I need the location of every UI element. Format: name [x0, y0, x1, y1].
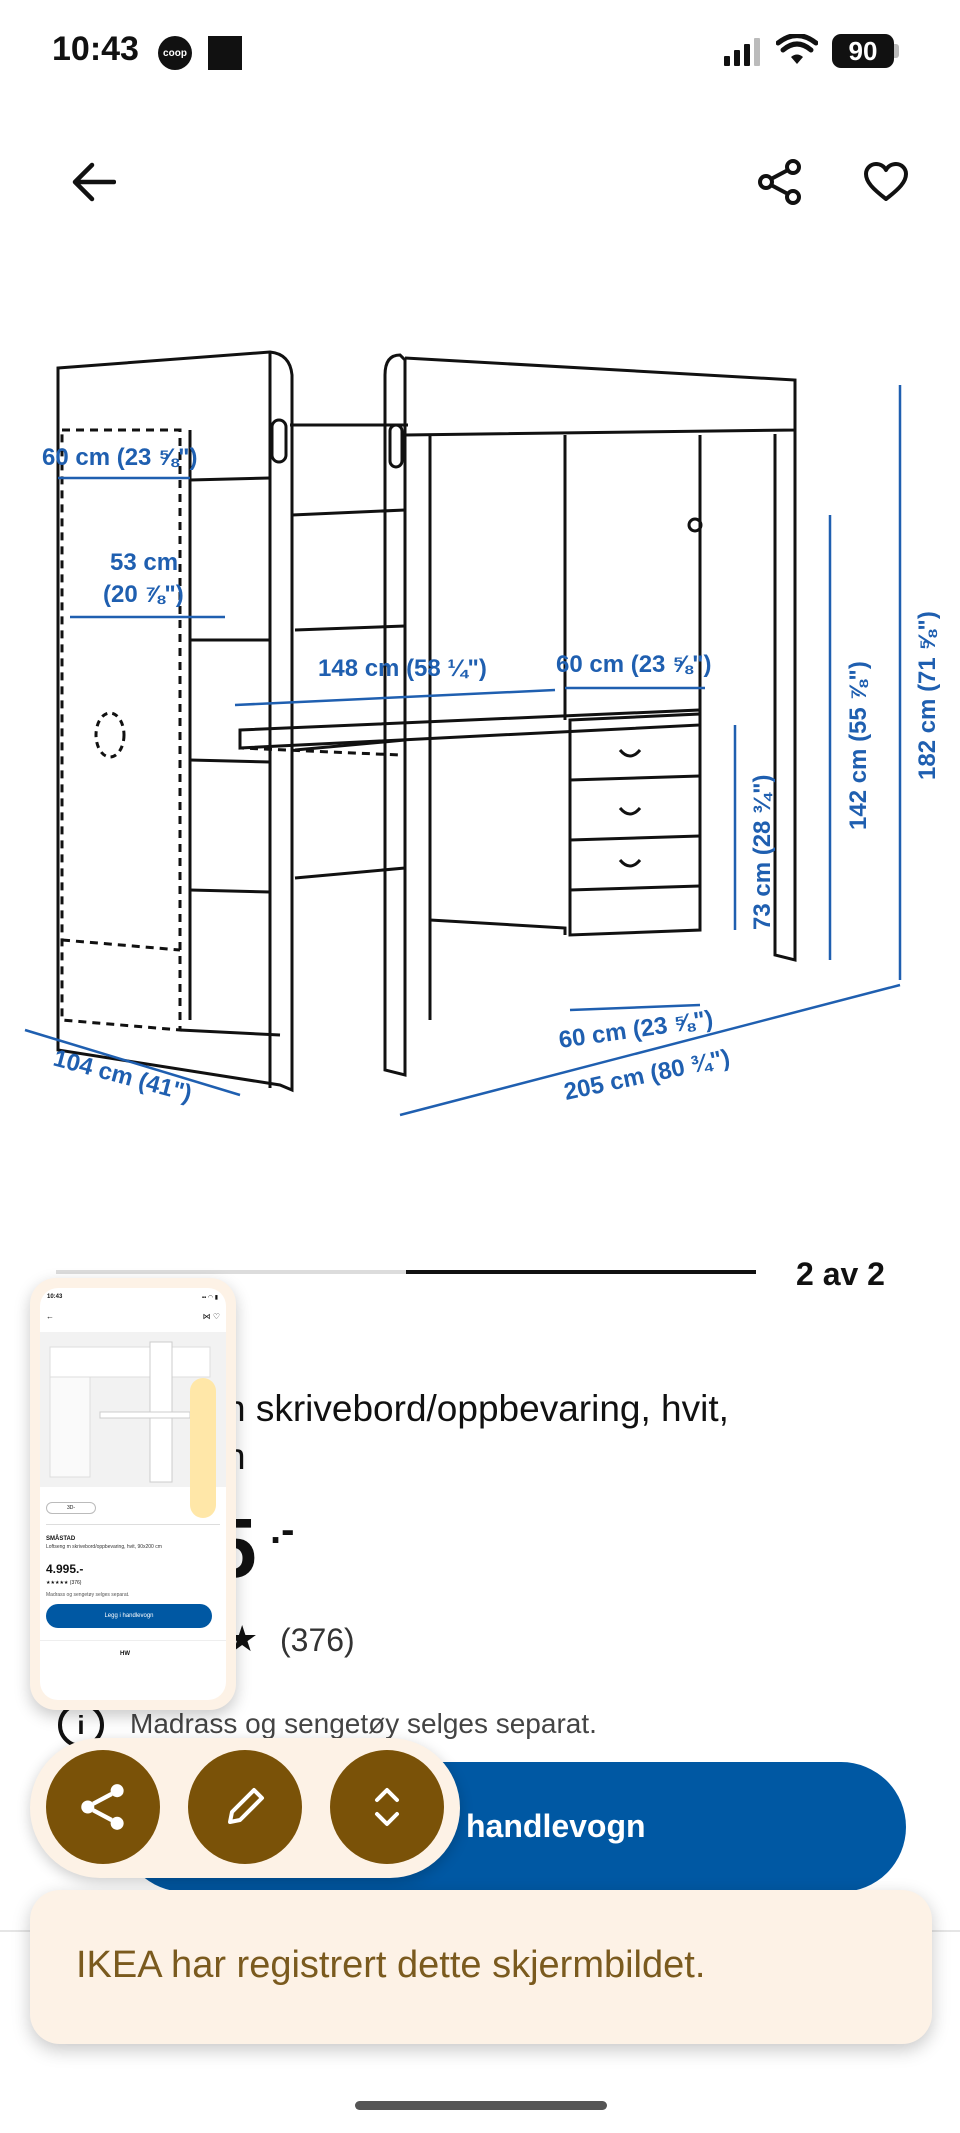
product-title-line1: n skrivebord/oppbevaring, hvit, — [225, 1388, 729, 1429]
product-title: n skrivebord/oppbevaring, hvit, n — [225, 1385, 925, 1481]
thumbnail-status-icons: ▪▪ ◠ ▮ — [201, 1295, 218, 1301]
thumbnail-tabbar: HW — [40, 1640, 226, 1670]
screenshot-edit-button[interactable] — [188, 1750, 302, 1864]
favorite-button[interactable] — [854, 150, 918, 214]
thumbnail-tab-label: HW — [120, 1651, 130, 1657]
dim-total-height: 182 cm (71 ⅝") — [914, 611, 941, 780]
share-button[interactable] — [748, 150, 812, 214]
dim-wardrobe-inner-1: 53 cm — [110, 549, 178, 576]
dim-clearance-height: 142 cm (55 ⅞") — [845, 661, 872, 830]
info-text: Madrass og sengetøy selges separat. — [130, 1708, 597, 1739]
thumbnail-price: 4.995.- — [46, 1562, 84, 1576]
dim-desk-depth: 60 cm (23 ⅝") — [556, 651, 711, 678]
notification-square-icon — [208, 36, 242, 70]
expand-icon — [375, 1788, 399, 1826]
screenshot-share-button[interactable] — [46, 1750, 160, 1864]
dim-wardrobe-width: 60 cm (23 ⅝") — [42, 444, 197, 471]
dim-wardrobe-inner-2: (20 ⅞") — [103, 581, 184, 608]
dim-desk-height: 73 cm (28 ¾") — [749, 775, 776, 930]
gallery-counter: 2 av 2 — [796, 1256, 885, 1292]
heart-icon — [864, 162, 908, 201]
share-icon — [758, 159, 801, 205]
product-dimension-diagram[interactable]: 60 cm (23 ⅝") 53 cm (20 ⅞") 148 cm (58 ¼… — [0, 330, 960, 1130]
thumbnail-divider — [46, 1524, 220, 1525]
thumbnail-scroll-capture — [190, 1378, 216, 1518]
product-title-line2: n — [225, 1433, 925, 1481]
wifi-icon — [776, 34, 818, 64]
arrow-left-icon — [72, 162, 116, 202]
add-to-cart-label: handlevogn — [466, 1808, 646, 1844]
thumbnail-cart-button: Legg i handlevogn — [46, 1604, 212, 1628]
edit-icon — [228, 1788, 264, 1824]
battery-indicator: 90 — [832, 34, 894, 68]
screenshot-toast-text: IKEA har registrert dette skjermbildet. — [76, 1944, 706, 1986]
back-button[interactable] — [62, 150, 126, 214]
thumbnail-time: 10:43 — [47, 1294, 63, 1300]
share-icon — [81, 1784, 124, 1830]
dim-total-length: 205 cm (80 ¾") — [562, 1044, 733, 1106]
status-time: 10:43 — [52, 30, 139, 68]
thumbnail-brand: SMÅSTAD — [46, 1536, 76, 1542]
gallery-progress-bar — [56, 1270, 756, 1274]
dim-desk-width: 148 cm (58 ¼") — [318, 655, 487, 682]
thumbnail-description: Loftseng m skrivebord/oppbevaring, hvit,… — [46, 1544, 162, 1550]
gallery-progress-fill — [406, 1270, 756, 1274]
home-indicator[interactable] — [355, 2101, 607, 2110]
battery-tip — [894, 44, 899, 58]
thumbnail-info: Madrass og sengetøy selges separat. — [46, 1592, 130, 1598]
status-bar: 10:43 coop 90 — [0, 0, 960, 100]
thumbnail-stars: ★★★★★ (376) — [46, 1580, 82, 1586]
screenshot-expand-button[interactable] — [330, 1750, 444, 1864]
dim-total-depth: 104 cm (41") — [50, 1045, 194, 1108]
screenshot-toast — [30, 1890, 932, 2044]
dim-drawer-depth: 60 cm (23 ⅝") — [557, 1006, 715, 1054]
coop-app-icon: coop — [158, 36, 192, 70]
review-count[interactable]: (376) — [280, 1622, 355, 1658]
thumbnail-screen: 10:43 ▪▪ ◠ ▮ ←⋈ ♡ 3D- SMÅSTAD Loftseng m… — [40, 1288, 226, 1700]
price-suffix: .- — [270, 1508, 295, 1552]
wardrobe-frame — [56, 350, 294, 1093]
thumbnail-nav: ←⋈ ♡ — [46, 1312, 220, 1321]
signal-icon — [724, 38, 760, 66]
thumbnail-3d-tag: 3D- — [46, 1502, 96, 1514]
screenshot-thumbnail[interactable]: 10:43 ▪▪ ◠ ▮ ←⋈ ♡ 3D- SMÅSTAD Loftseng m… — [30, 1278, 236, 1710]
